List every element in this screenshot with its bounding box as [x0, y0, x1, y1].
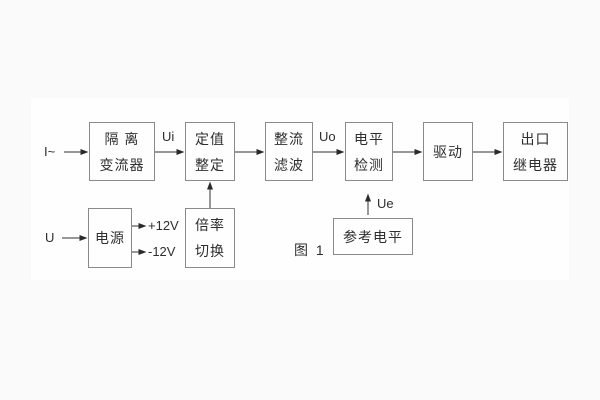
signal-uo-label: Uo	[319, 129, 336, 144]
block-label-line: 定值	[195, 130, 225, 147]
block-setting-adjustment: 定值 整定	[185, 122, 235, 181]
block-label-line: 驱动	[433, 143, 463, 160]
block-label-line: 电源	[95, 230, 125, 246]
block-label-line: 电平	[354, 130, 384, 147]
block-label-line: 出口	[520, 130, 551, 147]
power-pos12-label: +12V	[148, 218, 179, 233]
block-level-detection: 电平 检测	[345, 122, 393, 181]
block-label-line: 切换	[195, 243, 225, 259]
block-isolation-transformer: 隔 离 变流器	[89, 122, 155, 181]
block-power-supply: 电源	[88, 208, 132, 268]
signal-ue-label: Ue	[377, 196, 394, 211]
block-rectifier-filter: 整流 滤波	[265, 122, 313, 181]
block-driver: 驱动	[423, 122, 473, 181]
block-label-line: 变流器	[99, 156, 145, 173]
figure-caption: 图 1	[294, 242, 326, 258]
block-label-line: 整流	[274, 130, 304, 147]
block-label-line: 参考电平	[343, 228, 403, 245]
block-label-line: 倍率	[195, 217, 225, 233]
input-voltage-label: U	[45, 230, 55, 245]
power-neg12-label: -12V	[148, 244, 176, 259]
block-reference-level: 参考电平	[333, 218, 413, 255]
block-label-line: 检测	[354, 156, 384, 173]
block-output-relay: 出口 继电器	[503, 122, 568, 181]
signal-ui-label: Ui	[162, 129, 175, 144]
block-ratio-switch: 倍率 切换	[185, 208, 235, 268]
block-label-line: 隔 离	[104, 130, 140, 147]
block-label-line: 整定	[195, 156, 225, 173]
input-current-label: I~	[44, 144, 56, 159]
block-label-line: 继电器	[513, 156, 558, 173]
block-label-line: 滤波	[274, 156, 304, 173]
